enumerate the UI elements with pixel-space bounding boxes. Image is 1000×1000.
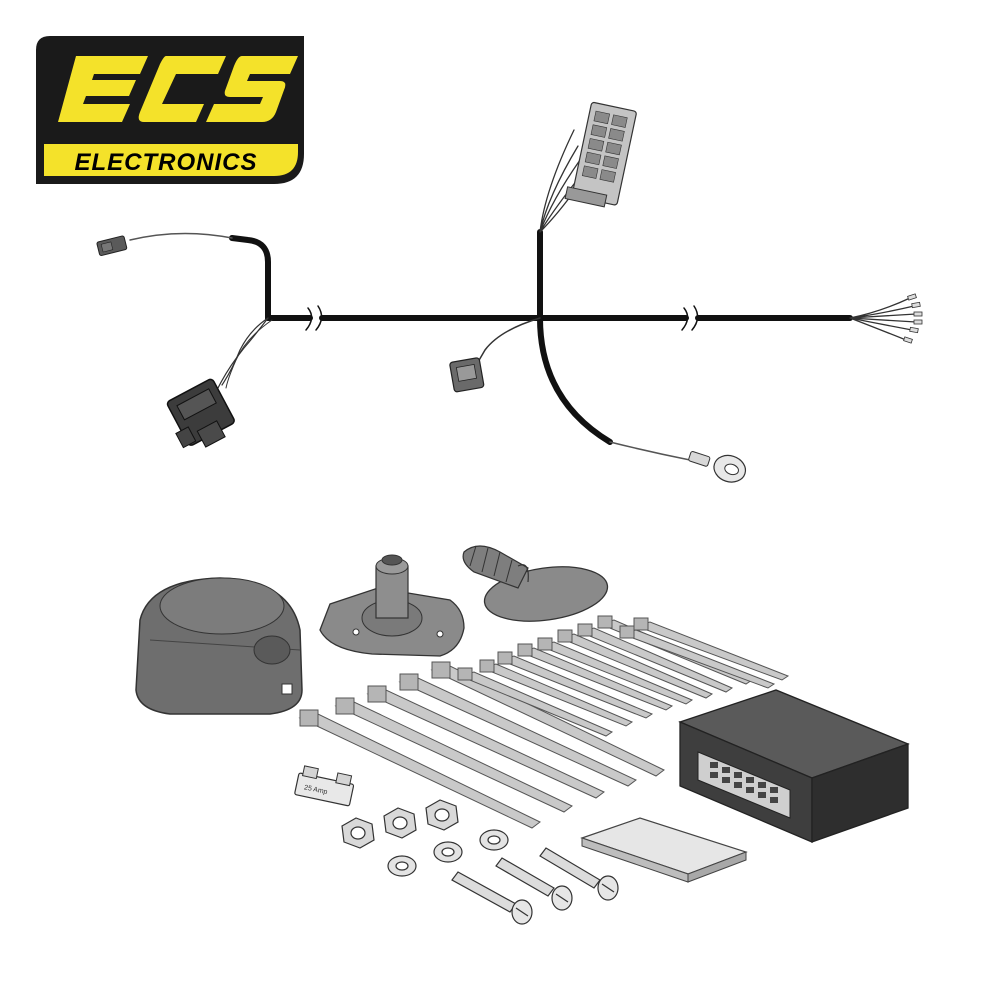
- bolt: [539, 847, 619, 901]
- wiring-harness: [129, 129, 917, 461]
- cable-grommet: [462, 545, 609, 622]
- bolt: [451, 871, 533, 925]
- cable-tie: [537, 637, 694, 705]
- cable-tie: [398, 673, 637, 787]
- cable-tie: [430, 661, 665, 777]
- hex-nut: [383, 807, 417, 839]
- bolts: [451, 847, 619, 925]
- cable-tie: [517, 643, 674, 711]
- logo-letter-s: [206, 56, 298, 122]
- cable-tie: [334, 697, 573, 813]
- fuse-rating-label: 25 Amp: [303, 784, 328, 796]
- star-washer: [479, 829, 509, 851]
- nuts: [341, 799, 459, 849]
- adhesive-pad: [580, 817, 748, 883]
- bolt: [495, 857, 573, 911]
- cable-tie: [619, 625, 776, 689]
- cable-tie: [557, 629, 714, 699]
- cable-tie: [633, 617, 790, 681]
- cable-tie: [577, 623, 734, 693]
- sensor-connector: [96, 235, 128, 257]
- star-washer: [387, 855, 417, 877]
- wire-end-terminals: [903, 293, 923, 344]
- towbar-socket: [135, 577, 303, 715]
- cable-ties: [298, 615, 790, 829]
- socket-flange: [319, 554, 465, 657]
- cable-tie: [366, 685, 605, 799]
- ecs-electronics-logo: [36, 36, 304, 184]
- lock-washers: [387, 829, 509, 877]
- bypass-relay-module: [678, 689, 910, 843]
- small-plug-connector: [449, 357, 485, 393]
- vehicle-plug-connector: [166, 378, 235, 449]
- multi-pin-connector: [564, 101, 637, 208]
- cable-tie: [457, 667, 614, 737]
- logo-letter-e: [58, 56, 148, 122]
- cable-tie: [298, 709, 541, 829]
- cable-tie: [497, 651, 654, 719]
- logo-letter-c: [138, 56, 226, 122]
- ring-terminal: [688, 451, 747, 483]
- cable-tie: [479, 659, 634, 727]
- hex-nut: [425, 799, 459, 831]
- logo-subtitle: ELECTRONICS: [74, 149, 258, 176]
- hex-nut: [341, 817, 375, 849]
- star-washer: [433, 841, 463, 863]
- blade-fuse: 25 Amp: [294, 765, 355, 807]
- module-socket: [697, 751, 791, 819]
